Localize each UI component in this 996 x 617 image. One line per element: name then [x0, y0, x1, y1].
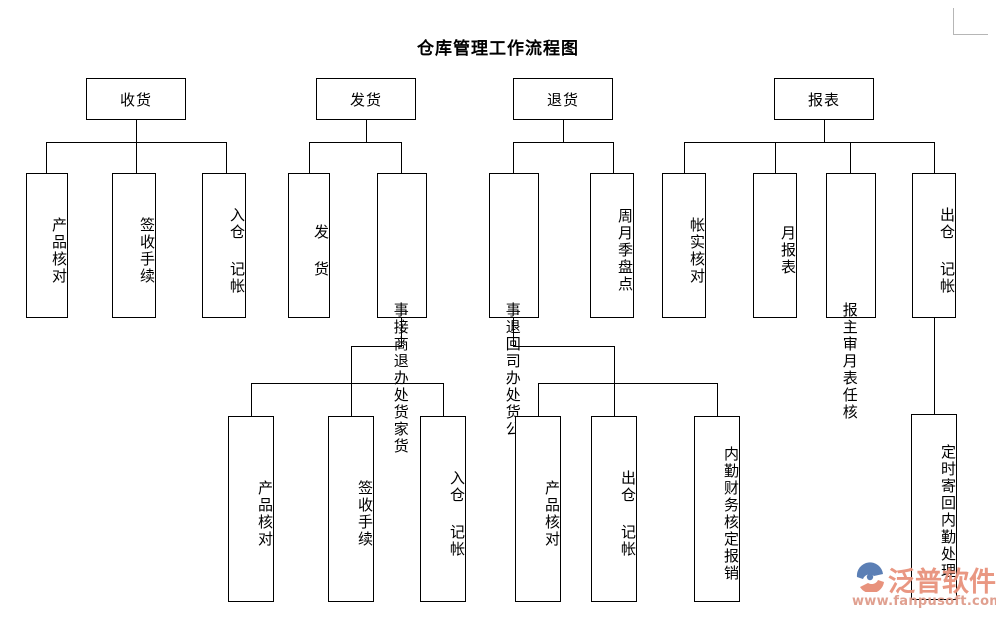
connector-return-stem	[563, 120, 564, 142]
node-receive-check[interactable]: 产品核对	[26, 173, 68, 318]
fanpu-logo-icon	[856, 562, 884, 592]
connector-ship-return-drop-3	[443, 383, 444, 416]
node-ship-r-check[interactable]: 产品核对	[228, 416, 274, 602]
connector-ship-return-jog	[351, 346, 402, 347]
connector-ship-drop-2	[401, 142, 402, 173]
connector-return-drop-2	[613, 142, 614, 173]
node-return[interactable]: 退货	[513, 78, 613, 120]
connector-return-drop-1	[513, 142, 514, 173]
connector-return-company-stem	[513, 318, 514, 346]
connector-report-stem	[824, 120, 825, 142]
node-report-approve-col-right: 报主审	[840, 302, 859, 353]
node-receive-inbound[interactable]: 入仓 记帐	[202, 173, 246, 318]
connector-return-company-drop-2	[614, 383, 615, 416]
node-ship-out[interactable]: 发 货	[288, 173, 330, 318]
corner-crop-mark	[953, 8, 988, 35]
node-ship-r-sign[interactable]: 签收手续	[328, 416, 374, 602]
connector-ship-return-bus	[251, 383, 443, 384]
connector-receive-drop-3	[226, 142, 227, 173]
node-return-to-company-col-right: 事退回司	[503, 302, 522, 370]
page-title: 仓库管理工作流程图	[417, 39, 579, 59]
connector-receive-drop-1	[46, 142, 47, 173]
connector-ship-drop-1	[309, 142, 310, 173]
connector-return-company-bus	[538, 383, 718, 384]
node-return-outbound[interactable]: 出仓 记帐	[591, 416, 637, 602]
node-return-finance[interactable]: 内勤财务核定报销	[694, 416, 740, 602]
connector-ship-return-drop-1	[251, 383, 252, 416]
connector-return-company-drop-3	[717, 383, 718, 416]
connector-ship-bus	[309, 142, 401, 143]
node-ship-return-handle-col-right: 事接商退	[391, 302, 410, 370]
node-return-to-company[interactable]: 事退回司办处货公	[489, 173, 539, 438]
connector-ship-return-drop-2	[351, 383, 352, 416]
node-receive-sign[interactable]: 签收手续	[112, 173, 156, 318]
node-return-stocktake[interactable]: 周月季盘点	[590, 173, 634, 318]
node-report-recon[interactable]: 帐实核对	[662, 173, 706, 318]
connector-report-drop-4	[934, 142, 935, 173]
connector-ship-return-down	[351, 346, 352, 383]
connector-return-company-drop-1	[538, 383, 539, 416]
connector-report-outbound-down	[934, 318, 935, 414]
node-ship-r-inbound[interactable]: 入仓 记帐	[420, 416, 466, 602]
connector-return-company-down	[614, 346, 615, 383]
connector-report-drop-2	[775, 142, 776, 173]
connector-report-bus	[684, 142, 934, 143]
node-report-mail-back[interactable]: 定时寄回内勤处理	[911, 414, 957, 600]
node-ship-return-handle-col-left: 办处货家货	[391, 370, 410, 455]
node-ship[interactable]: 发货	[316, 78, 416, 120]
node-report-approve[interactable]: 报主审月表任核	[826, 173, 876, 421]
connector-ship-stem	[366, 120, 367, 142]
node-report-monthly[interactable]: 月报表	[753, 173, 797, 318]
node-ship-return-handle[interactable]: 事接商退办处货家货	[377, 173, 427, 455]
node-report[interactable]: 报表	[774, 78, 874, 120]
connector-receive-stem	[136, 120, 137, 142]
node-report-approve-col-left: 月表任核	[840, 353, 859, 421]
connector-report-drop-1	[684, 142, 685, 173]
connector-return-bus	[513, 142, 614, 143]
node-receive[interactable]: 收货	[86, 78, 186, 120]
connector-ship-return-stem	[401, 318, 402, 346]
node-return-check[interactable]: 产品核对	[515, 416, 561, 602]
connector-receive-drop-2	[136, 142, 137, 173]
connector-report-drop-3	[850, 142, 851, 173]
node-report-outbound[interactable]: 出仓 记帐	[912, 173, 956, 318]
connector-return-company-jog	[513, 346, 615, 347]
